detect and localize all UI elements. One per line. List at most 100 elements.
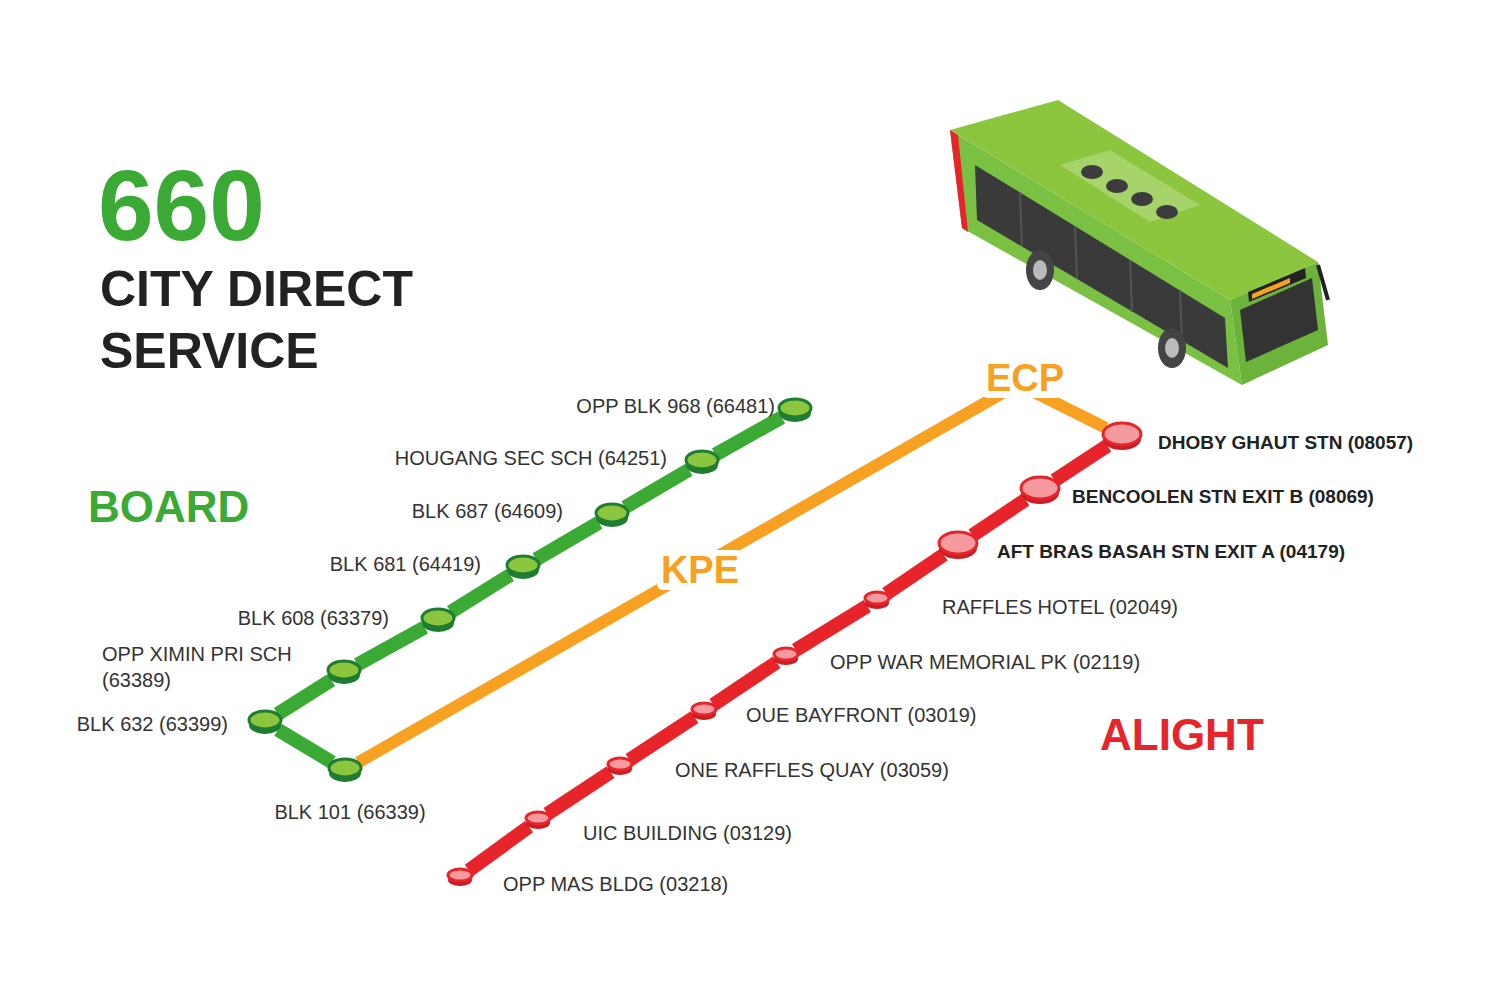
roof-fan [1106,179,1128,193]
dot-top [329,759,361,777]
stop-dot [864,591,890,609]
alight-stop: OPP WAR MEMORIAL PK (02119) [773,647,799,665]
route-line [357,627,424,664]
dot-top [865,592,889,604]
board-stop: OPP XIMIN PRI SCH (63389) [327,660,361,684]
rear-stripe [950,130,968,232]
dot-top [596,504,628,522]
stop-dot [1102,422,1142,450]
roof-fan [1081,165,1103,179]
expressway-label: KPE [657,550,743,590]
mirror [1318,265,1328,300]
route-line [536,523,599,560]
board-heading: BOARD [88,482,249,532]
board-stop: HOUGANG SEC SCH (64251) [685,450,719,474]
stop-dot [1020,476,1060,504]
bus-windows [975,165,1228,368]
stop-dot [607,757,633,775]
route-line [278,680,332,714]
window-divider [1020,192,1022,246]
stop-name: OPP MAS BLDG (03218) [503,871,728,897]
route-line [972,500,1025,536]
stop-name: BLK 101 (66339) [274,799,425,825]
stop-name: ONE RAFFLES QUAY (03059) [675,757,949,783]
stop-name: BLK 632 (63399) [77,711,228,737]
roof-unit [1060,150,1200,222]
service-name: CITY DIRECT SERVICE [100,258,500,382]
stop-name: BLK 681 (64419) [330,551,481,577]
dot-top [939,532,977,554]
stop-name: BLK 687 (64609) [412,498,563,524]
route-line [1055,446,1108,481]
stop-name: DHOBY GHAUT STN (08057) [1158,430,1413,456]
dot-top [526,812,550,824]
roof-fan [1131,192,1153,206]
wheel-hub [1165,338,1179,358]
stop-name: RAFFLES HOTEL (02049) [942,594,1178,620]
route-line [715,417,781,454]
stop-dot [506,555,540,579]
stop-name: AFT BRAS BASAH STN EXIT A (04179) [997,539,1345,565]
dot-top [692,703,716,715]
route-line [886,555,943,594]
route-line [547,772,610,814]
board-stop: BLK 608 (63379) [421,608,455,632]
alight-stop: OPP MAS BLDG (03218) [447,868,473,886]
route-number: 660 [98,150,265,260]
board-stop: BLK 101 (66339) [328,758,362,782]
bus-front [1230,262,1328,385]
stop-dot [248,710,282,734]
stop-dot [685,450,719,474]
stop-dot [773,647,799,665]
dot-top [422,609,454,627]
dot-top [507,556,539,574]
stop-dot [595,503,629,527]
window-divider [1130,260,1132,312]
board-stop: OPP BLK 968 (66481) [778,398,812,422]
stop-dot [447,868,473,886]
dot-top [328,661,360,679]
route-line [469,827,529,871]
window-divider [1075,226,1077,279]
stop-dot [525,811,551,829]
dot-top [249,711,281,729]
expressway-label: ECP [982,358,1068,398]
dot-top [1021,477,1059,499]
stop-name: HOUGANG SEC SCH (64251) [395,445,667,471]
wheel [1158,328,1186,368]
stop-dot [421,608,455,632]
stop-dot [778,398,812,422]
stop-dot [327,660,361,684]
alight-stop: ONE RAFFLES QUAY (03059) [607,757,633,775]
alight-stop: RAFFLES HOTEL (02049) [864,591,890,609]
route-line [629,717,694,760]
stop-name: OPP WAR MEMORIAL PK (02119) [830,649,1140,675]
route-line [625,470,689,508]
wheel-hub [1033,260,1047,280]
dot-top [608,758,632,770]
dot-top [779,399,811,417]
alight-stop: UIC BUILDING (03129) [525,811,551,829]
route-line [278,730,332,762]
destination-sign-lights [1252,278,1290,299]
wheel [1026,250,1054,290]
alight-stop: OUE BAYFRONT (03019) [691,702,717,720]
board-stop: BLK 632 (63399) [248,710,282,734]
route-line [451,575,511,612]
stop-name: UIC BUILDING (03129) [583,820,792,846]
stop-dot [691,702,717,720]
roof-fan [1156,205,1178,219]
alight-stop: DHOBY GHAUT STN (08057) [1102,422,1142,450]
dot-top [1103,423,1141,445]
stop-dot [938,531,978,559]
stop-name: BENCOOLEN STN EXIT B (08069) [1072,484,1374,510]
alight-heading: ALIGHT [1100,710,1264,760]
dot-top [774,648,798,660]
stop-dot [328,758,362,782]
board-stop: BLK 687 (64609) [595,503,629,527]
stop-name: OUE BAYFRONT (03019) [746,702,976,728]
stop-name: BLK 608 (63379) [238,605,389,631]
stop-name: OPP BLK 968 (66481) [576,393,775,419]
stop-name: OPP XIMIN PRI SCH (63389) [102,641,342,693]
destination-sign [1248,268,1306,302]
